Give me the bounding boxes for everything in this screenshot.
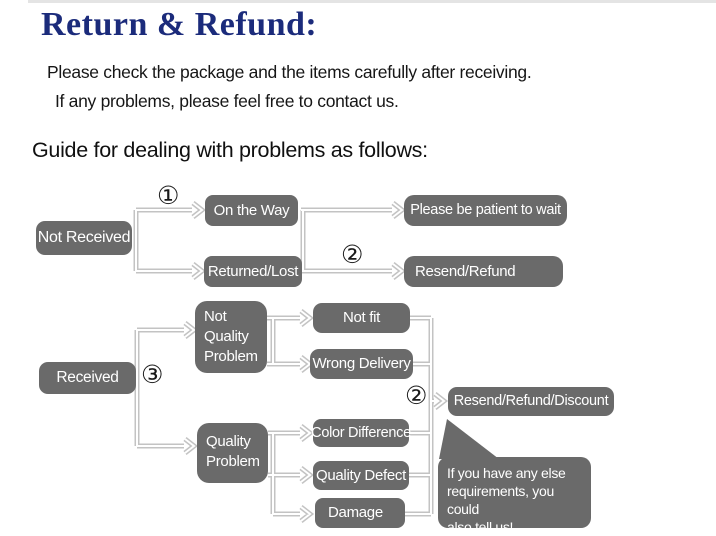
flow-node-returned-lost: Returned/Lost	[204, 256, 302, 287]
flow-node-damage: Damage	[315, 498, 405, 528]
note-bubble: If you have any else requirements, you c…	[438, 457, 591, 535]
flow-node-resend-refund-discount: Resend/Refund/Discount	[448, 387, 614, 416]
flow-node-not-received: Not Received	[36, 221, 132, 255]
top-divider	[28, 0, 716, 3]
note-bubble-tail	[439, 419, 499, 459]
intro-line-1: Please check the package and the items c…	[47, 62, 532, 82]
flow-node-not-quality-problem: Not Quality Problem	[195, 301, 267, 373]
flow-node-color-difference: Color Difference	[311, 419, 411, 447]
flow-node-quality-defect: Quality Defect	[313, 461, 409, 490]
note-bubble-line-1: If you have any else	[447, 465, 566, 481]
guide-heading: Guide for dealing with problems as follo…	[32, 138, 428, 162]
flow-node-be-patient: Please be patient to wait	[404, 195, 567, 226]
step-marker-3: ③	[141, 360, 164, 389]
flow-node-wrong-delivery: Wrong Delivery	[310, 349, 413, 379]
step-marker-1: ①	[157, 181, 180, 210]
flow-node-received: Received	[39, 362, 136, 394]
step-marker-2-bottom: ②	[405, 381, 428, 410]
note-bubble-line-3: also tell us!	[447, 519, 514, 535]
page-title: Return & Refund:	[41, 6, 318, 43]
flow-node-quality-problem: Quality Problem	[197, 423, 268, 483]
note-bubble-line-2: requirements, you could	[447, 483, 554, 517]
flow-node-not-fit: Not fit	[313, 303, 410, 333]
flow-node-resend-refund: Resend/Refund	[404, 256, 563, 287]
flow-node-on-the-way: On the Way	[205, 195, 298, 226]
step-marker-2-top: ②	[341, 240, 364, 269]
intro-line-2: If any problems, please feel free to con…	[55, 91, 399, 111]
